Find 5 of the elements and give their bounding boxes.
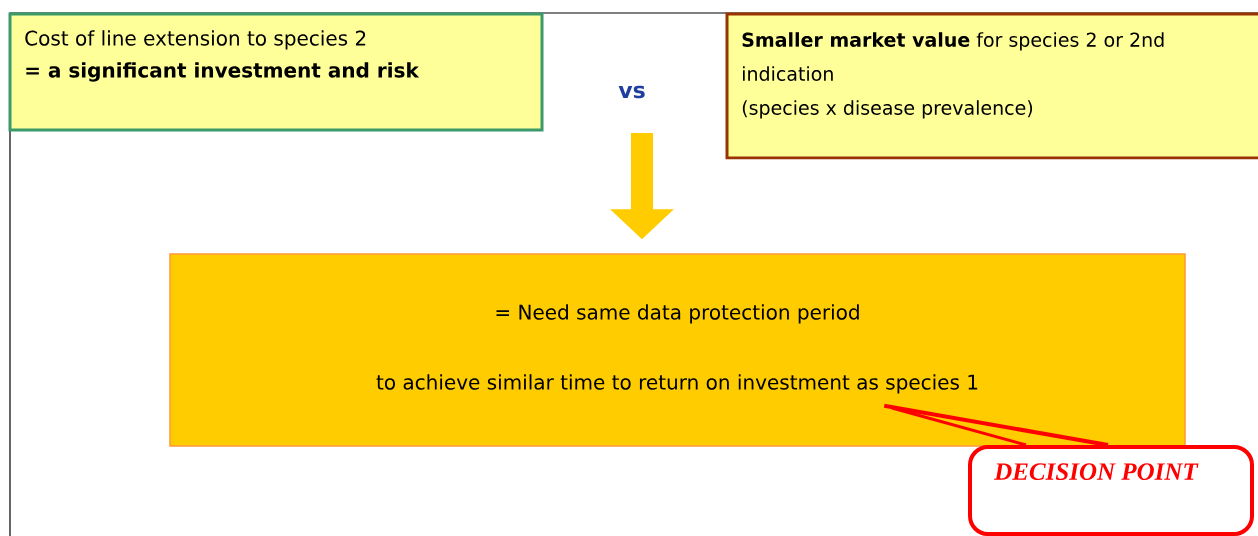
callout-bubble: DECISION POINT — [968, 445, 1254, 536]
market-value-box: Smaller market value for species 2 or 2nd indication (species x disease prevalence) — [725, 12, 1258, 160]
comparison-label: vs — [618, 85, 645, 99]
conclusion-box: = Need same data protection period to achieve similar time to return on investment as species 1 — [169, 253, 1186, 447]
cost-box: Cost of line extension to species 2 = a significant investment and risk — [8, 12, 544, 132]
